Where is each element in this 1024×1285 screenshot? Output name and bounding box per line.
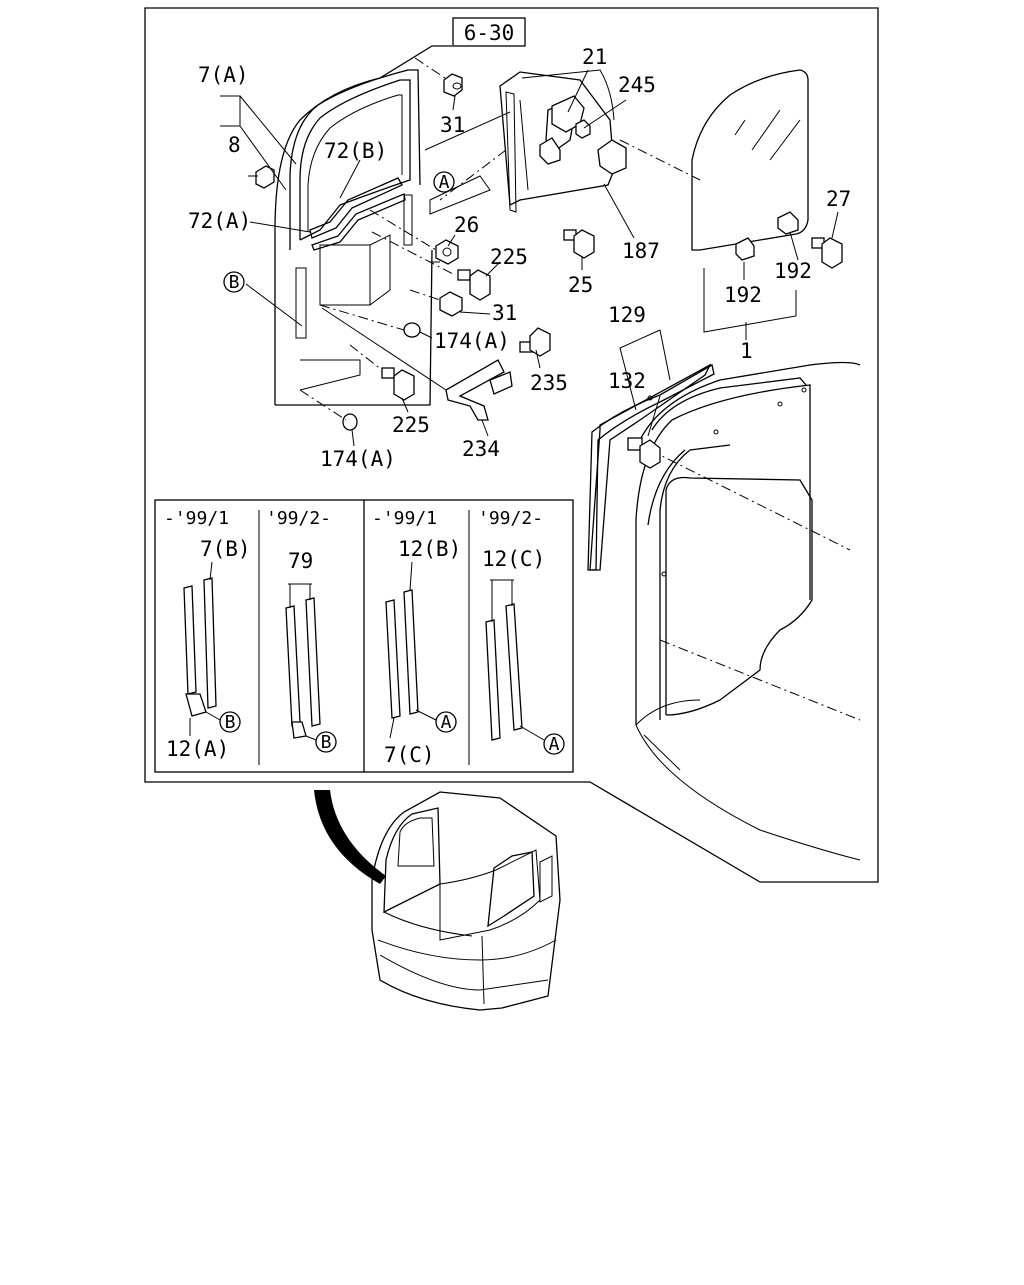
callout-174a-upper: 174(A) <box>434 329 510 353</box>
variant-3-label-bottom: 7(C) <box>384 743 435 767</box>
variant-1-label-bottom: 12(A) <box>166 737 229 761</box>
bracket-234 <box>445 359 513 421</box>
marker-a-main-circle <box>433 171 455 193</box>
callout-187: 187 <box>622 239 660 263</box>
callout-31-mid: 31 <box>492 301 517 325</box>
callout-132: 132 <box>608 369 646 393</box>
bolt-25 <box>563 229 595 259</box>
variant-3-marker: A <box>441 712 452 733</box>
variant-4-period: '99/2- <box>478 508 543 529</box>
variant-4: '99/2- 12(C) A <box>478 508 565 755</box>
callout-26: 26 <box>454 213 479 237</box>
callout-192-left: 192 <box>724 283 762 307</box>
bolt-132 <box>627 437 661 469</box>
bolt-235 <box>519 327 551 357</box>
door-glass-1 <box>691 69 809 251</box>
callout-174a-lower: 174(A) <box>320 447 396 471</box>
variant-4-marker: A <box>549 734 560 755</box>
callout-31-top: 31 <box>440 113 465 137</box>
callout-225-lower: 225 <box>392 413 430 437</box>
diagram-frame <box>144 7 879 883</box>
variant-2-label-top: 79 <box>288 549 313 573</box>
window-regulator-187 <box>499 69 627 213</box>
callout-72a: 72(A) <box>188 209 251 233</box>
weatherstrip-129 <box>587 363 715 571</box>
callout-27: 27 <box>826 187 851 211</box>
variant-4-label-top: 12(C) <box>482 547 545 571</box>
leader-lines <box>220 69 839 447</box>
callout-235: 235 <box>530 371 568 395</box>
variant-2-marker: B <box>321 732 332 753</box>
bolt-225-upper <box>457 269 491 301</box>
reference-box <box>452 17 526 47</box>
plug-174a-lower <box>342 413 358 431</box>
reference-box-label: 6-30 <box>464 21 515 45</box>
bolt-27 <box>811 237 843 269</box>
callout-1: 1 <box>740 339 753 363</box>
callout-21: 21 <box>582 45 607 69</box>
variant-2: '99/2- 79 B <box>266 508 337 753</box>
callout-72b: 72(B) <box>324 139 387 163</box>
variant-1-period: -'99/1 <box>164 508 229 529</box>
variant-2-period: '99/2- <box>266 508 331 529</box>
door-inner-panel <box>274 45 452 406</box>
callout-25: 25 <box>568 273 593 297</box>
callout-8: 8 <box>228 133 241 157</box>
marker-a-main: A <box>439 172 450 193</box>
glass-clip-192-right <box>777 211 799 235</box>
marker-b-main: B <box>229 272 240 293</box>
variant-3-label-top: 12(B) <box>398 537 461 561</box>
callout-129: 129 <box>608 303 646 327</box>
callout-245: 245 <box>618 73 656 97</box>
variant-3-period: -'99/1 <box>372 508 437 529</box>
bolt-245 <box>575 119 591 139</box>
cab-door-frame <box>589 361 861 861</box>
callout-225-upper: 225 <box>490 245 528 269</box>
variant-1-label-top: 7(B) <box>200 537 251 561</box>
variant-3: -'99/1 12(B) A 7(C) <box>372 508 461 767</box>
nut-26 <box>435 239 459 265</box>
bolt-31-mid <box>439 291 463 317</box>
variant-1-marker: B <box>225 712 236 733</box>
bolt-225-lower <box>381 367 415 401</box>
clip-8 <box>255 165 275 189</box>
plug-174a-upper <box>403 322 421 338</box>
cab-overview <box>314 790 561 1011</box>
glass-clip-192-left <box>735 237 755 261</box>
bolt-31-top <box>443 73 463 97</box>
callout-192-right: 192 <box>774 259 812 283</box>
variant-1: -'99/1 7(B) B 12(A) <box>164 508 251 761</box>
marker-b-main-circle <box>223 271 245 293</box>
callout-234: 234 <box>462 437 500 461</box>
callout-7a: 7(A) <box>198 63 249 87</box>
